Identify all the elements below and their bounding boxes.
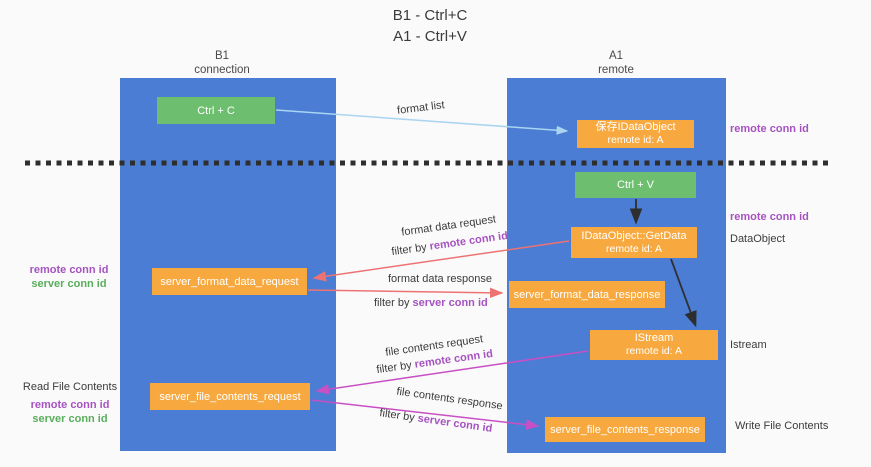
istream-line2: remote id: A [625,345,683,357]
server-format-data-request-label: server_format_data_request [160,275,299,288]
right-istream-label: Istream [730,339,767,351]
column-header-a1: A1 remote [508,49,724,77]
ctrl-v-label: Ctrl + V [617,179,654,191]
server-format-data-response-label: server_format_data_response [513,288,661,301]
save-idataobject-line1: 保存IDataObject [595,121,676,133]
left-file-server-conn-label: server conn id [32,413,108,425]
a1-subtitle: remote [598,64,634,76]
node-server-format-data-response: server_format_data_response [509,281,665,308]
node-server-format-data-request: server_format_data_request [152,268,307,295]
file-contents-response-label: file contents response [395,385,504,413]
server-file-contents-request-label: server_file_contents_request [159,390,301,403]
left-format-conn-legend: remote conn id server conn id [24,263,114,291]
node-server-file-contents-request: server_file_contents_request [150,383,310,410]
b1-name: B1 [214,50,230,62]
left-format-remote-conn-label: remote conn id [29,264,109,276]
node-idataobject-getdata: IDataObject::GetData remote id: A [571,227,697,258]
format-data-response-label: format data response [388,273,492,285]
node-save-idataobject: 保存IDataObject remote id: A [577,120,694,148]
filter-by-text: filter by [378,407,416,424]
filter-by-text: filter by [375,359,413,377]
getdata-line2: remote id: A [605,242,663,255]
server-file-contents-response-label: server_file_contents_response [550,423,700,436]
remote-conn-id-text: remote conn id [428,229,509,253]
format-list-label: format list [396,99,446,117]
left-file-conn-legend: Read File Contents remote conn id server… [22,380,118,426]
save-idataobject-line2: remote id: A [607,134,664,146]
server-conn-id-text: server conn id [416,412,494,435]
right-dataobject-label: DataObject [730,233,786,245]
node-ctrl-c: Ctrl + C [157,97,275,124]
node-ctrl-v: Ctrl + V [575,172,696,198]
node-server-file-contents-response: server_file_contents_response [545,417,705,442]
diagram-title: B1 - Ctrl+C A1 - Ctrl+V [300,5,560,47]
file-contents-response-filter-label: filter by server conn id [379,407,493,435]
filter-by-text: filter by [374,297,410,309]
left-file-remote-conn-label: remote conn id [30,399,110,411]
server-conn-id-text: server conn id [412,297,488,309]
node-istream: IStream remote id: A [590,330,718,360]
title-line-2: A1 - Ctrl+V [393,28,467,45]
b1-subtitle: connection [194,64,250,76]
title-line-1: B1 - Ctrl+C [392,7,468,24]
ctrl-c-label: Ctrl + C [197,104,235,117]
right-clipboard-conn-label: remote conn id [730,123,809,135]
column-header-b1: B1 connection [114,49,330,77]
getdata-line1: IDataObject::GetData [581,229,687,242]
read-file-contents-label: Read File Contents [22,381,118,393]
format-data-response-arrow [307,287,504,299]
left-format-server-conn-label: server conn id [31,278,107,290]
format-data-response-filter-label: filter by server conn id [374,297,488,309]
filter-by-text: filter by [390,241,428,259]
right-paste-conn-label: remote conn id [730,211,809,223]
right-write-file-contents-label: Write File Contents [735,420,829,432]
istream-line1: IStream [634,332,674,344]
a1-name: A1 [608,50,624,62]
